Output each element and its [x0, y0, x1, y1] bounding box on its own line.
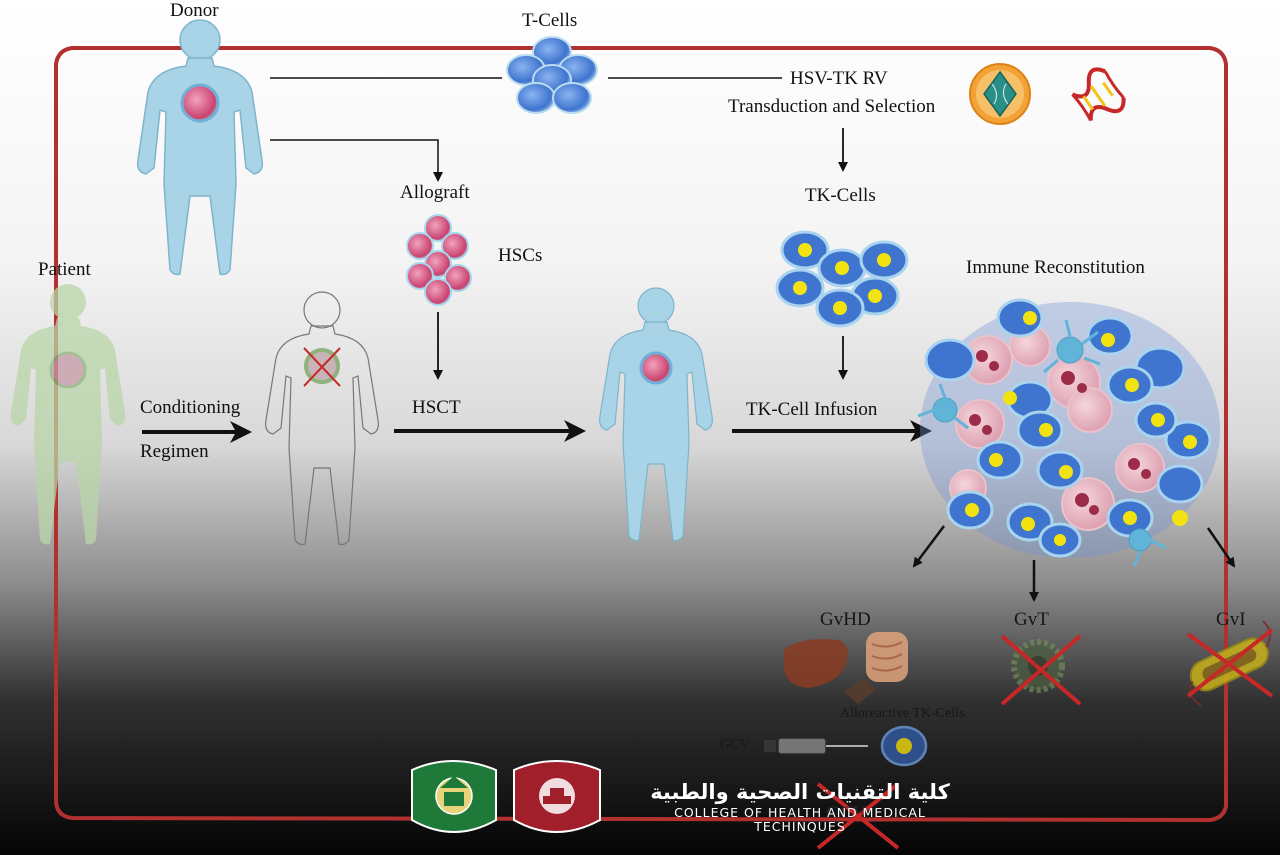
- diagram-frame: [54, 46, 1228, 823]
- t-cells-cluster: [506, 36, 598, 114]
- transplanted-patient-figure: [599, 287, 713, 542]
- tk-cells-label: TK-Cells: [805, 185, 876, 206]
- alloreactive-tk-cell-icon: [880, 725, 928, 767]
- gvt-cross-icon: [1000, 634, 1082, 706]
- gvt-label: GvT: [1014, 609, 1049, 630]
- patient-label: Patient: [38, 259, 91, 280]
- regimen-label: Regimen: [140, 441, 209, 462]
- hsct-label: HSCT: [412, 397, 461, 418]
- tk-cell-infusion-label: TK-Cell Infusion: [746, 399, 878, 420]
- hsv-tk-rv-label: HSV-TK RV: [790, 68, 888, 89]
- university-logo-green: [411, 760, 497, 833]
- transduction-label: Transduction and Selection: [728, 96, 936, 117]
- donor-to-allograft-arrow: [270, 139, 443, 182]
- donor-figure: [136, 19, 264, 276]
- allograft-label: Allograft: [400, 182, 470, 203]
- immune-reconstitution-cluster: [917, 298, 1220, 567]
- liver-icon: [784, 639, 848, 688]
- gcv-bottom-cross-icon: [816, 782, 900, 850]
- retrovirus-icon: [969, 63, 1031, 125]
- university-logo-red: [513, 760, 601, 833]
- gcv-label: GCV: [720, 737, 750, 752]
- tk-cells-cluster: [775, 230, 909, 328]
- college-name-line1: COLLEGE OF HEALTH AND MEDICAL: [674, 805, 926, 820]
- donor-label: Donor: [170, 0, 219, 21]
- alloreactive-tk-cells-label: Alloreactive TK-Cells: [840, 706, 965, 721]
- college-name-arabic: كلية التقنيات الصحية والطبية: [650, 780, 950, 804]
- intestine-icon: [866, 632, 908, 682]
- dna-icon: [1071, 67, 1126, 122]
- gvhd-arrow: [912, 525, 945, 568]
- college-name-line2: TECHINQUES: [754, 819, 846, 834]
- immune-reconstitution-label: Immune Reconstitution: [966, 257, 1145, 278]
- t-cells-label: T-Cells: [522, 10, 578, 31]
- gvi-cross-icon: [1186, 628, 1274, 698]
- conditioning-label: Conditioning: [140, 397, 241, 418]
- skin-icon: [844, 678, 876, 704]
- gvi-arrow: [1206, 527, 1236, 568]
- donor-marrow-icon: [180, 83, 220, 123]
- gvhd-label: GvHD: [820, 609, 871, 630]
- gcv-partial-label: GCV: [826, 803, 867, 814]
- gvi-label: GvI: [1216, 609, 1246, 630]
- conditioned-patient-figure: [265, 291, 379, 546]
- patient-figure: [10, 284, 126, 545]
- hscs-cluster: [406, 214, 472, 306]
- syringe-icon: [764, 737, 868, 755]
- hscs-label: HSCs: [498, 245, 543, 266]
- college-name-english: COLLEGE OF HEALTH AND MEDICAL TECHINQUES: [640, 806, 960, 834]
